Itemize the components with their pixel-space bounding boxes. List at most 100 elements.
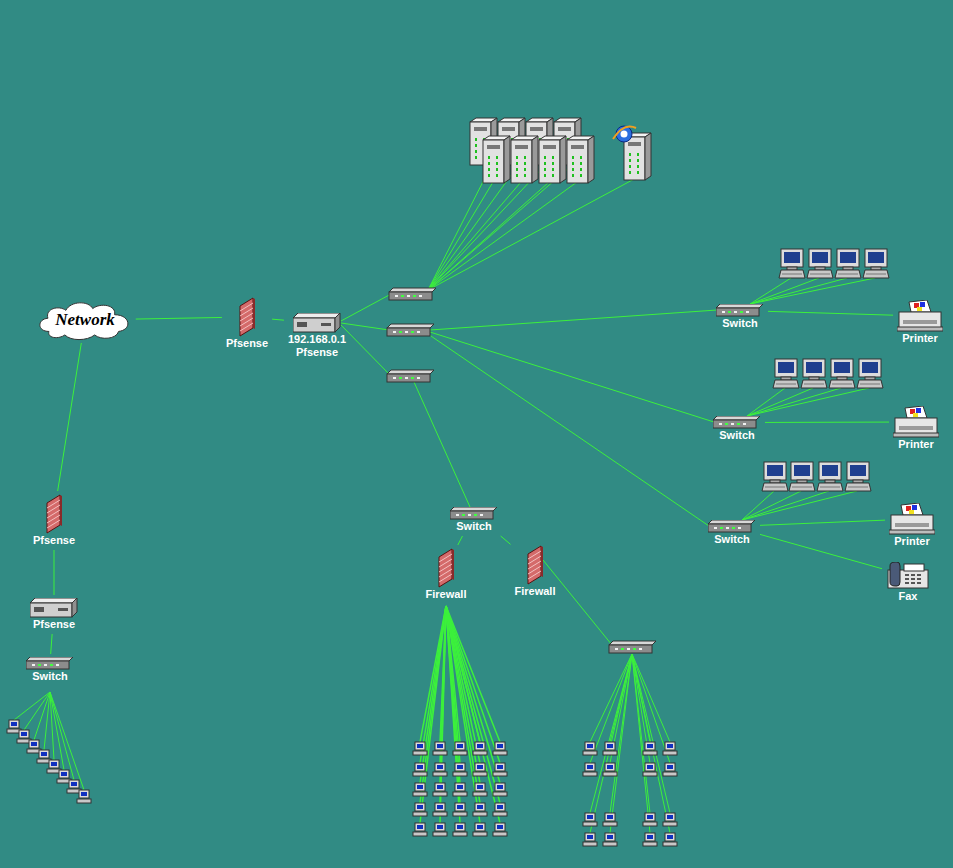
network-link: [50, 692, 64, 770]
pc-icon: [643, 763, 657, 776]
monitor: [819, 462, 841, 480]
server-led: [572, 174, 574, 177]
hub-led: [413, 295, 416, 297]
brick-line: [47, 510, 60, 518]
screen: [806, 362, 822, 373]
server-led: [580, 162, 582, 165]
keyboard: [817, 483, 843, 491]
server-front: [539, 140, 560, 183]
network-link: [428, 182, 549, 290]
firewall-wall: [47, 495, 60, 533]
brick-line: [47, 505, 60, 513]
server-led: [488, 156, 490, 159]
monitor: [859, 359, 881, 377]
network-link: [341, 323, 389, 330]
keyboard: [433, 751, 447, 755]
device-label: Printer: [902, 332, 937, 345]
monitor: [475, 803, 485, 811]
hub-led: [725, 423, 728, 425]
network-link: [136, 317, 222, 319]
pc-icon: [473, 803, 487, 816]
icon-part: [888, 562, 928, 588]
workstation-icon: [779, 249, 805, 278]
screen: [457, 744, 463, 748]
network-link: [750, 278, 819, 304]
keyboard: [603, 751, 617, 755]
monitor: [435, 823, 445, 831]
hub-led: [726, 527, 729, 529]
keyboard: [835, 270, 861, 278]
pc-icon: [413, 823, 427, 836]
paper-ink: [920, 302, 925, 307]
icon-part: [26, 657, 73, 669]
network-link: [590, 654, 632, 813]
hub-led: [407, 295, 410, 297]
hub-front: [450, 511, 493, 519]
keyboard: [413, 792, 427, 796]
hub-front: [716, 308, 759, 316]
monitor: [605, 742, 615, 750]
pc-icon: [643, 742, 657, 755]
hub-led: [393, 377, 396, 379]
server-led: [516, 168, 518, 171]
keyboard: [845, 483, 871, 491]
pc-icon: [453, 763, 467, 776]
device-icon: [716, 304, 764, 317]
device-label: Fax: [899, 590, 918, 603]
pc-icon: [493, 783, 507, 796]
screen: [587, 765, 593, 769]
monitor: [665, 833, 675, 841]
screen: [477, 805, 483, 809]
monitor: [665, 763, 675, 771]
hub-led: [627, 648, 630, 650]
server-led: [524, 168, 526, 171]
server-bay: [628, 142, 641, 146]
pc-icon: [663, 813, 677, 826]
fax-handset: [890, 562, 900, 586]
monitor: [455, 763, 465, 771]
icon-part: [713, 416, 760, 428]
hub-led: [734, 311, 737, 313]
screen: [647, 744, 653, 748]
keyboard: [643, 751, 657, 755]
monitor: [495, 742, 505, 750]
hub-led: [417, 331, 420, 333]
icon-part: [450, 507, 497, 519]
fax-key: [911, 574, 915, 576]
server-led: [629, 171, 631, 174]
server-side: [588, 136, 594, 183]
server-bay: [474, 127, 487, 131]
keyboard: [413, 812, 427, 816]
hub-front: [26, 661, 69, 669]
pc-icon: [413, 783, 427, 796]
router-node: Pfsense: [27, 596, 81, 633]
network-link: [58, 343, 82, 491]
screen: [784, 252, 800, 263]
server-led: [629, 165, 631, 168]
brick-line: [439, 554, 452, 562]
screen: [778, 362, 794, 373]
pc-icon: [603, 763, 617, 776]
screen: [868, 252, 884, 263]
keys: [848, 487, 868, 488]
network-link: [610, 654, 632, 742]
hub-front: [713, 420, 756, 428]
workstation-icon: [863, 249, 889, 278]
pc-icon: [493, 803, 507, 816]
device-icon: [897, 300, 943, 332]
network-link: [742, 491, 801, 520]
keyboard: [829, 380, 855, 388]
server-led: [580, 168, 582, 171]
monitor: [415, 783, 425, 791]
hub-led: [731, 423, 734, 425]
device-icon: [238, 297, 256, 337]
screen: [41, 752, 47, 756]
brick-line: [528, 561, 541, 569]
hub-front: [387, 374, 430, 382]
network-link: [742, 491, 829, 520]
fax-paper: [904, 564, 924, 571]
device-icon: [713, 416, 761, 429]
fax-key: [917, 582, 921, 584]
server-led: [552, 174, 554, 177]
server-led: [580, 174, 582, 177]
